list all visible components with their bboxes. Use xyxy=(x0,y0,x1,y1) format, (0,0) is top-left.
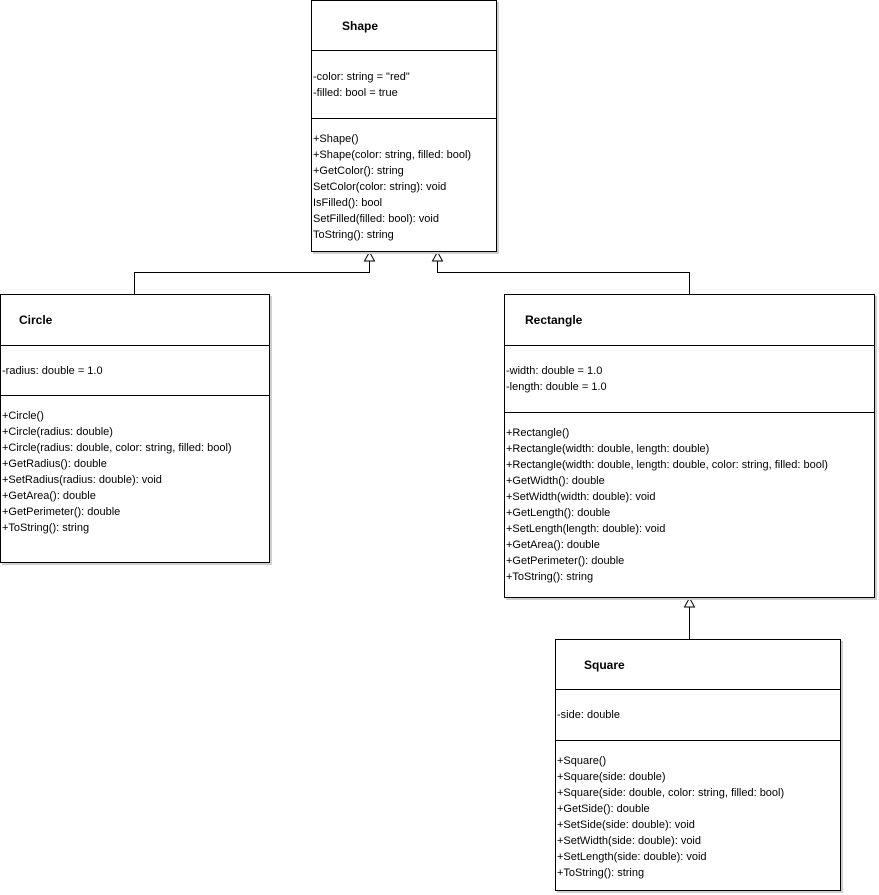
shape-attributes: -color: string = "red" -filled: bool = t… xyxy=(312,51,496,119)
shape-class-box[interactable]: Shape -color: string = "red" -filled: bo… xyxy=(311,0,497,252)
square-attributes: -side: double xyxy=(556,690,840,741)
rectangle-attributes: -width: double = 1.0 -length: double = 1… xyxy=(505,346,874,413)
method: +SetWidth(side: double): void xyxy=(557,835,701,847)
shape-methods: +Shape() +Shape(color: string, filled: b… xyxy=(312,119,496,251)
rectangle-class-header: Rectangle xyxy=(505,295,874,346)
method: +Circle() xyxy=(2,410,44,422)
method: +ToString(): string xyxy=(557,867,645,879)
generalization-arrowhead xyxy=(683,596,696,608)
circle-class-box[interactable]: Circle -radius: double = 1.0 +Circle() +… xyxy=(0,294,270,563)
method: +GetWidth(): double xyxy=(506,475,605,487)
circle-class-header: Circle xyxy=(1,295,269,346)
class-name: Circle xyxy=(19,313,53,327)
method: +GetLength(): double xyxy=(506,507,611,519)
method: +SetLength(length: double): void xyxy=(506,523,666,535)
attribute: -width: double = 1.0 xyxy=(506,365,603,377)
attribute: -color: string = "red" xyxy=(313,70,410,83)
method: +SetSide(side: double): void xyxy=(557,819,695,831)
method: SetColor(color: string): void xyxy=(313,181,447,193)
rectangle-extends-shape-connector xyxy=(431,250,690,294)
circle-attributes: -radius: double = 1.0 xyxy=(1,346,269,396)
rectangle-methods: +Rectangle() +Rectangle(width: double, l… xyxy=(505,413,874,597)
circle-extends-shape-connector xyxy=(134,250,376,294)
square-class-header: Square xyxy=(556,640,840,690)
circle-methods: +Circle() +Circle(radius: double) +Circl… xyxy=(1,396,269,562)
method: IsFilled(): bool xyxy=(313,197,383,209)
method: +ToString(): string xyxy=(2,522,90,534)
method: +SetRadius(radius: double): void xyxy=(2,474,162,486)
class-name: Square xyxy=(584,657,625,672)
shape-class-header: Shape xyxy=(312,1,496,51)
method: +Circle(radius: double) xyxy=(2,426,113,438)
square-extends-rectangle-connector xyxy=(683,596,696,639)
method: +GetArea(): double xyxy=(2,490,96,502)
method: +GetRadius(): double xyxy=(2,458,107,470)
square-class-box[interactable]: Square -side: double +Square() +Square(s… xyxy=(555,639,841,891)
attribute: -length: double = 1.0 xyxy=(506,381,607,393)
method: +Shape() xyxy=(313,133,359,145)
method: +SetLength(side: double): void xyxy=(557,851,707,863)
method: +GetPerimeter(): double xyxy=(2,506,121,518)
method: ToString(): string xyxy=(313,229,394,241)
method: +Circle(radius: double, color: string, f… xyxy=(2,442,232,454)
attribute: -filled: bool = true xyxy=(313,86,398,99)
rectangle-class-box[interactable]: Rectangle -width: double = 1.0 -length: … xyxy=(504,294,875,598)
method: +GetColor(): string xyxy=(313,165,404,177)
method: +Rectangle() xyxy=(506,427,570,439)
method: +GetArea(): double xyxy=(506,539,600,551)
method: +Rectangle(width: double, length: double… xyxy=(506,459,828,471)
method: +SetWidth(width: double): void xyxy=(506,491,656,503)
method: +ToString(): string xyxy=(506,571,594,583)
method: +GetPerimeter(): double xyxy=(506,555,625,567)
class-name: Rectangle xyxy=(525,313,583,327)
attribute: -radius: double = 1.0 xyxy=(2,364,103,377)
method: +Rectangle(width: double, length: double… xyxy=(506,443,710,455)
method: SetFilled(filled: bool): void xyxy=(313,213,439,225)
method: +Square(side: double) xyxy=(557,771,666,783)
method: +Shape(color: string, filled: bool) xyxy=(313,149,472,161)
square-methods: +Square() +Square(side: double) +Square(… xyxy=(556,741,840,890)
generalization-arrowhead xyxy=(363,250,376,262)
generalization-arrowhead xyxy=(431,250,444,262)
method: +GetSide(): double xyxy=(557,803,650,815)
method: +Square(side: double, color: string, fil… xyxy=(557,787,785,799)
method: +Square() xyxy=(557,755,607,767)
attribute: -side: double xyxy=(557,709,620,721)
class-name: Shape xyxy=(342,18,379,33)
